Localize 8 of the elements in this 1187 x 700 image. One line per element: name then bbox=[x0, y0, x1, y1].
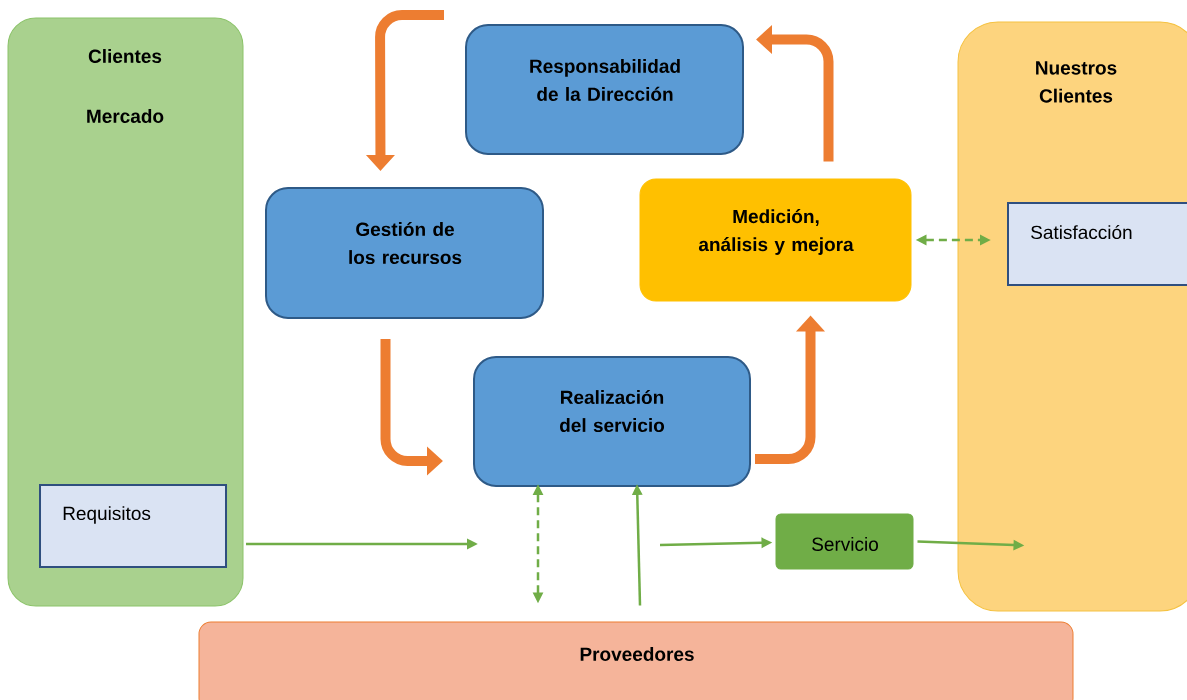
process-box: Realización del servicio bbox=[473, 356, 751, 487]
output-box: Servicio bbox=[775, 513, 914, 570]
supplier-bar: Proveedores bbox=[198, 621, 1074, 700]
output-box: Satisfacción bbox=[1007, 202, 1187, 286]
process-box: Gestión de los recursos bbox=[265, 187, 544, 319]
process-box: Responsabilidad de la Dirección bbox=[465, 24, 744, 155]
input-box: Requisitos bbox=[39, 484, 227, 568]
process-box: Medición, análisis y mejora bbox=[639, 178, 912, 302]
